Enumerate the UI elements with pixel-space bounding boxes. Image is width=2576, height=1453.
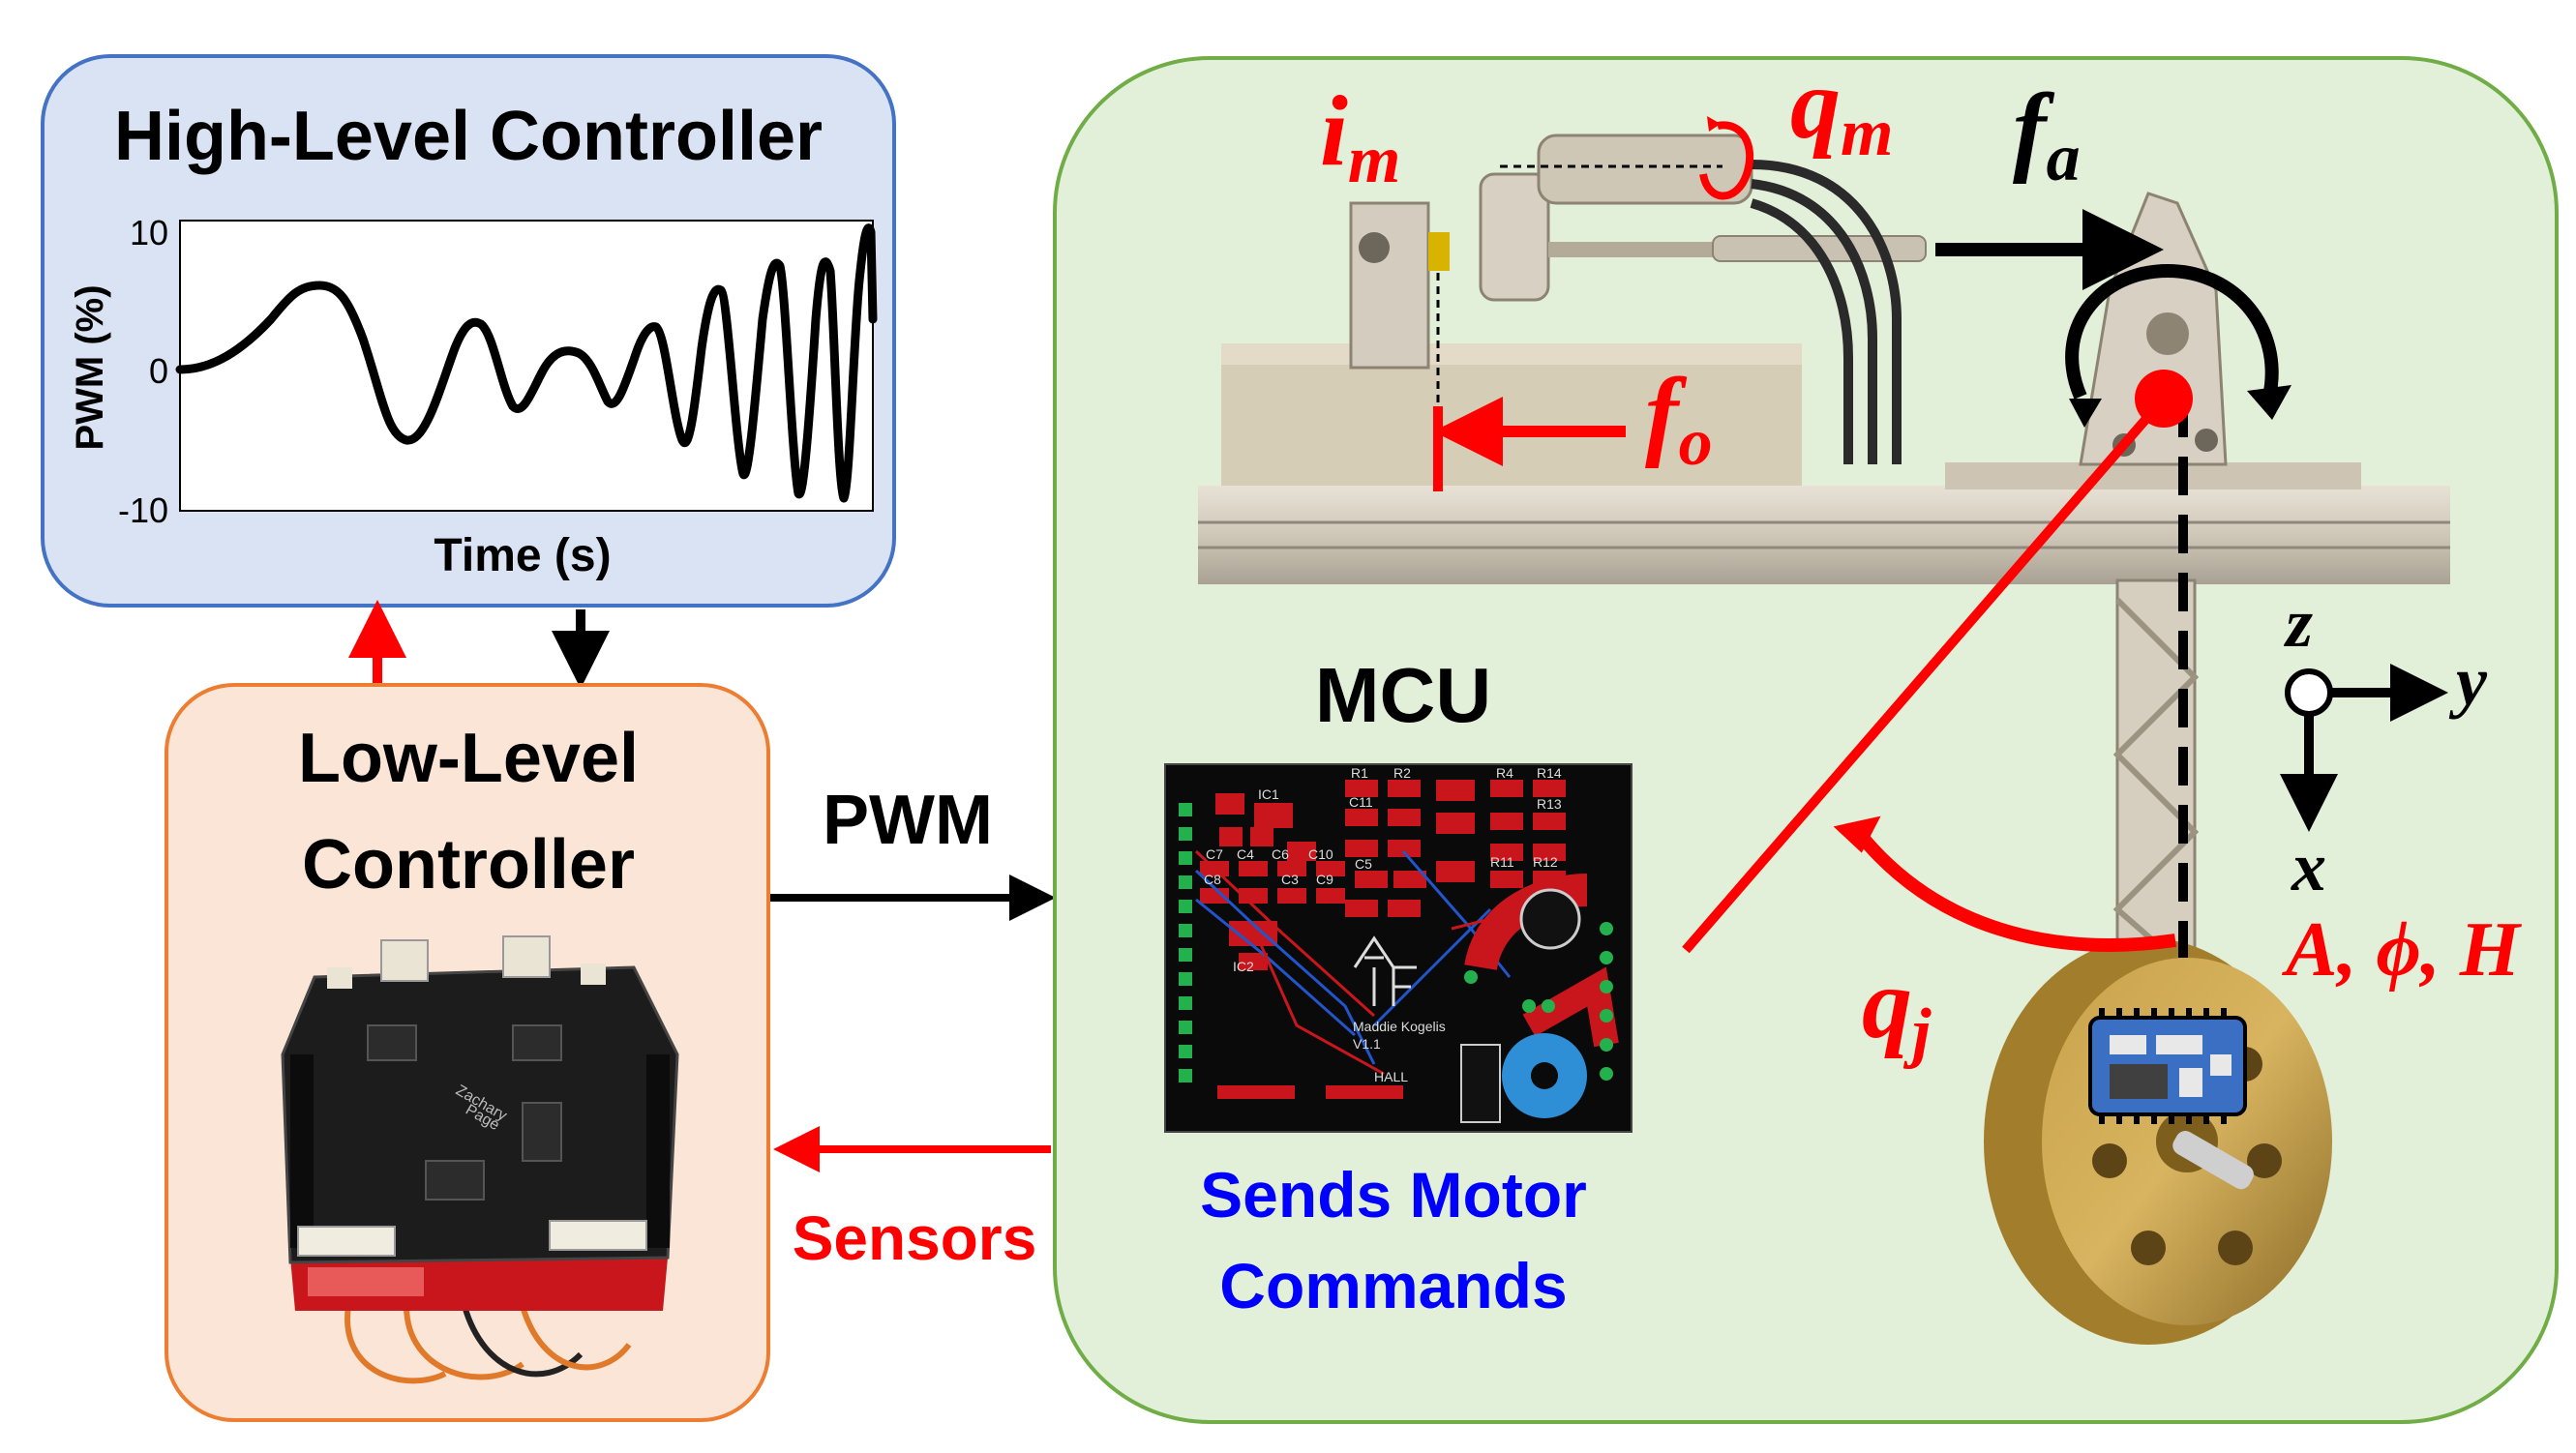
pcb-logo (1353, 935, 1417, 1006)
mcu-title: MCU (1315, 652, 1491, 738)
pcb-label: C10 (1308, 846, 1333, 862)
pcb-label: R12 (1533, 854, 1558, 870)
actuator-bracket (1349, 201, 1430, 370)
pcb-label: C5 (1355, 856, 1372, 872)
pcb-label: V1.1 (1353, 1036, 1381, 1052)
pendulum-angle-line (1682, 395, 2168, 954)
pcb-label: R4 (1496, 765, 1513, 781)
y-axis-tick-top: 10 (130, 213, 168, 252)
pcb-label: R1 (1351, 765, 1368, 781)
y-axis-tick-mid: 0 (149, 351, 168, 391)
board-connector (380, 939, 429, 982)
low-level-controller-title-line1: Low-Level (298, 720, 639, 797)
high-level-controller-box: High-Level Controller 10 0 -10 PWM (%) T… (41, 54, 896, 608)
system-box: z y x im qm fa fo qj A, ϕ, H MCU (1053, 48, 2559, 1424)
motor-position-label: qm (1790, 48, 1893, 170)
pcb-label: C4 (1237, 846, 1254, 862)
board-connector (297, 1226, 396, 1257)
sensors-label: Sensors (793, 1203, 1037, 1273)
joint-position-label: qj (1862, 948, 1932, 1070)
pcb-label: R14 (1537, 765, 1562, 781)
x-axis-label: Time (s) (434, 530, 611, 581)
motor-rotation-icon (1699, 121, 1754, 200)
mcu-pcb-layout: Maddie Kogelis V1.1 HALL R1 R2 R4 R14 C1… (1164, 763, 1632, 1133)
plot-area (179, 220, 874, 512)
pcb-label: C11 (1349, 794, 1373, 810)
pwm-label: PWM (823, 782, 993, 859)
joint-angle-arc (1852, 827, 2176, 952)
pcb-label: C8 (1204, 872, 1221, 887)
joint-rotation-arrow (2065, 263, 2279, 400)
board-connector (502, 935, 551, 978)
motor-current-label: im (1320, 75, 1400, 197)
board-connector (549, 1220, 647, 1251)
pcb-label: C7 (1206, 846, 1223, 862)
pcb-label: C3 (1281, 872, 1299, 887)
y-axis-tick-bottom: -10 (118, 490, 168, 530)
pcb-label: C9 (1316, 872, 1333, 887)
pcb-label: R11 (1490, 854, 1514, 870)
low-level-controller-title-line2: Controller (302, 826, 635, 904)
axis-label-z: z (2283, 584, 2313, 662)
imu-sensor-icon (2088, 1008, 2247, 1124)
pcb-label: IC2 (1233, 959, 1254, 974)
pcb-label: IC1 (1258, 786, 1279, 802)
axis-label-x: x (2291, 828, 2326, 905)
pcb-label: C6 (1272, 846, 1289, 862)
pcb-label: R2 (1393, 765, 1411, 781)
mcu-caption-line1: Sends Motor (1200, 1159, 1587, 1231)
high-level-controller-title: High-Level Controller (114, 98, 823, 175)
low-level-board-photo: Zachary Page (281, 935, 679, 1384)
base-block (1221, 343, 1802, 489)
rail (1198, 486, 2450, 584)
pwm-signal-line (175, 223, 878, 503)
z-axis-origin (2285, 668, 2333, 717)
mcu-caption-line2: Commands (1219, 1250, 1567, 1321)
pwm-plot: 10 0 -10 PWM (%) Time (s) (69, 213, 878, 581)
pcb-label: R13 (1537, 796, 1562, 812)
pcb-label: HALL (1374, 1069, 1408, 1084)
pcb-label: Maddie Kogelis (1353, 1019, 1446, 1034)
joint-pivot (2135, 370, 2193, 428)
pendulum-parameters-label: A, ϕ, H (2281, 907, 2523, 993)
y-axis-label: PWM (%) (69, 284, 111, 450)
lead-screw (1548, 242, 1732, 257)
low-level-controller-box: Low-Level Controller (165, 683, 770, 1422)
test-rig-photo (1198, 133, 2450, 1345)
motor-body (1479, 172, 1550, 302)
